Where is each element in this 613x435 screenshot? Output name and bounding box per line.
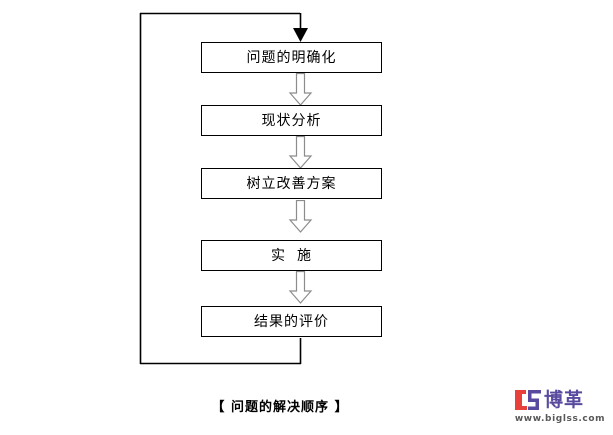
- process-node-implement[interactable]: 实 施: [201, 240, 382, 271]
- process-node-label: 问题的明确化: [246, 49, 337, 66]
- process-node-evaluate[interactable]: 结果的评价: [201, 306, 382, 337]
- process-node-label: 现状分析: [261, 112, 322, 129]
- process-node-label: 结果的评价: [254, 313, 329, 330]
- diagram-caption: 【 问题的解决顺序 】: [211, 400, 349, 415]
- block-arrow-clarify-to-analyze: [288, 73, 313, 106]
- brand-logo-mark-icon: [515, 390, 541, 410]
- process-node-clarify[interactable]: 问题的明确化: [201, 42, 382, 73]
- process-node-label: 树立改善方案: [246, 175, 337, 192]
- process-node-label: 实 施: [271, 247, 312, 264]
- feedback-arrowhead-icon: [293, 28, 308, 42]
- brand-logo-chinese-text: 博革: [544, 389, 585, 411]
- process-node-analyze[interactable]: 现状分析: [201, 105, 382, 136]
- block-arrow-plan-to-implement: [288, 200, 313, 233]
- process-node-plan[interactable]: 树立改善方案: [201, 168, 382, 199]
- brand-logo: 博革 www.biglss.com: [514, 388, 606, 430]
- block-arrow-analyze-to-plan: [288, 136, 313, 169]
- brand-logo-url: www.biglss.com: [514, 414, 606, 424]
- feedback-loop-path: [139, 12, 302, 365]
- block-arrow-implement-to-evaluate: [288, 271, 313, 304]
